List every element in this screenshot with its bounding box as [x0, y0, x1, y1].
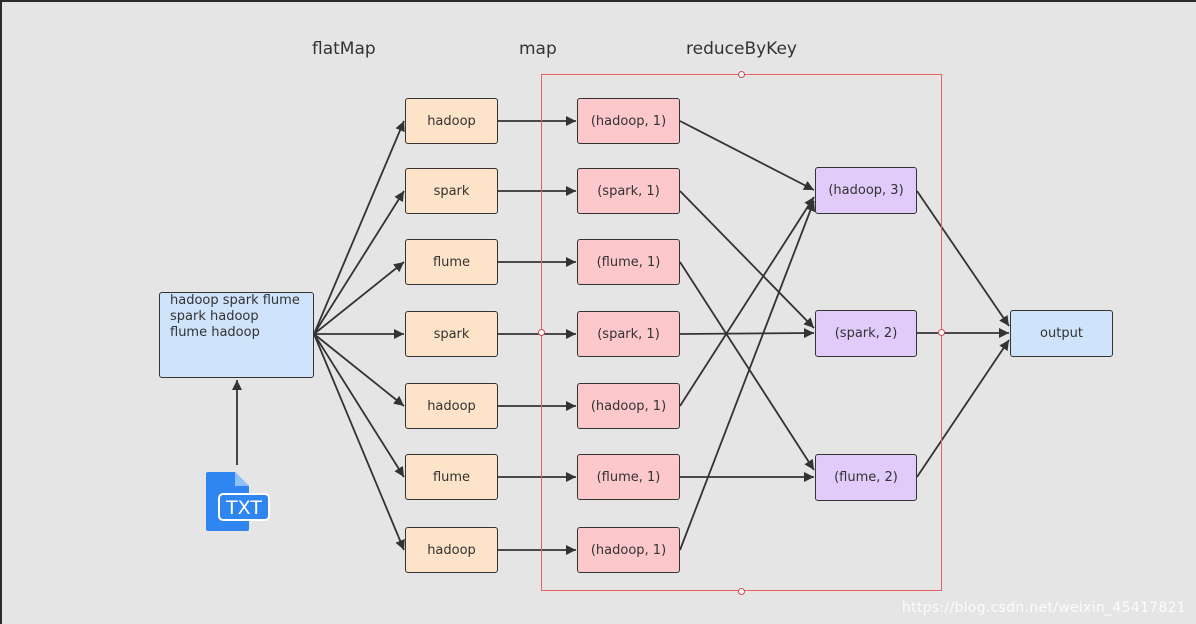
edge-pair-7-to-hadoop: [679, 200, 816, 551]
edge-pair-4-to-spark: [679, 328, 815, 339]
edge-pair-3-to-flume: [679, 261, 815, 471]
output-node[interactable]: output: [1010, 310, 1113, 357]
source-line-3: flume hadoop: [170, 325, 260, 340]
word-node-2[interactable]: spark: [405, 168, 498, 214]
pair-node-1[interactable]: (hadoop, 1): [577, 98, 680, 144]
region-handle-left[interactable]: [538, 329, 545, 336]
word-node-5[interactable]: hadoop: [405, 383, 498, 429]
edge-source-to-word-6: [313, 333, 405, 478]
edge-hadoop-to-output: [916, 190, 1010, 327]
pair-node-2[interactable]: (spark, 1): [577, 168, 680, 214]
pair-node-7[interactable]: (hadoop, 1): [577, 527, 680, 573]
region-handle-bottom[interactable]: [738, 588, 745, 595]
window-left-edge: [0, 0, 2, 624]
reduced-node-hadoop[interactable]: (hadoop, 3): [815, 167, 917, 214]
edge-pair-5-to-hadoop: [679, 196, 815, 407]
txt-file-icon: TXT: [206, 472, 270, 531]
edge-source-to-word-3: [313, 261, 405, 335]
word-node-3[interactable]: flume: [405, 239, 498, 285]
edge-source-to-word-1: [313, 120, 405, 335]
region-handle-right[interactable]: [938, 329, 945, 336]
stage-label-map: map: [519, 39, 557, 59]
region-handle-top[interactable]: [738, 71, 745, 78]
source-line-1: hadoop spark flume: [170, 293, 300, 308]
stage-label-flatmap: flatMap: [312, 39, 376, 59]
txt-icon-label: TXT: [225, 497, 262, 519]
pair-node-4[interactable]: (spark, 1): [577, 311, 680, 357]
edge-source-to-word-7: [313, 333, 405, 551]
window-top-edge: [0, 0, 1196, 2]
edge-source-to-word-5: [313, 333, 405, 407]
stage-label-reducebykey: reduceByKey: [686, 39, 797, 59]
pair-node-3[interactable]: (flume, 1): [577, 239, 680, 285]
pair-node-6[interactable]: (flume, 1): [577, 454, 680, 500]
edge-pair-2-to-spark: [679, 190, 815, 329]
reduced-node-flume[interactable]: (flume, 2): [815, 454, 917, 501]
watermark-url: https://blog.csdn.net/weixin_45417821: [901, 600, 1186, 616]
source-text-node[interactable]: hadoop spark flume spark hadoop flume ha…: [159, 292, 314, 378]
pair-node-5[interactable]: (hadoop, 1): [577, 383, 680, 429]
source-line-2: spark hadoop: [170, 309, 259, 324]
edge-pair-1-to-hadoop: [679, 120, 815, 191]
word-node-7[interactable]: hadoop: [405, 527, 498, 573]
reduced-node-spark[interactable]: (spark, 2): [815, 310, 917, 357]
edge-flume-to-output: [916, 339, 1010, 478]
word-node-1[interactable]: hadoop: [405, 98, 498, 144]
word-node-6[interactable]: flume: [405, 454, 498, 500]
edge-source-to-word-2: [313, 190, 405, 335]
word-node-4[interactable]: spark: [405, 311, 498, 357]
